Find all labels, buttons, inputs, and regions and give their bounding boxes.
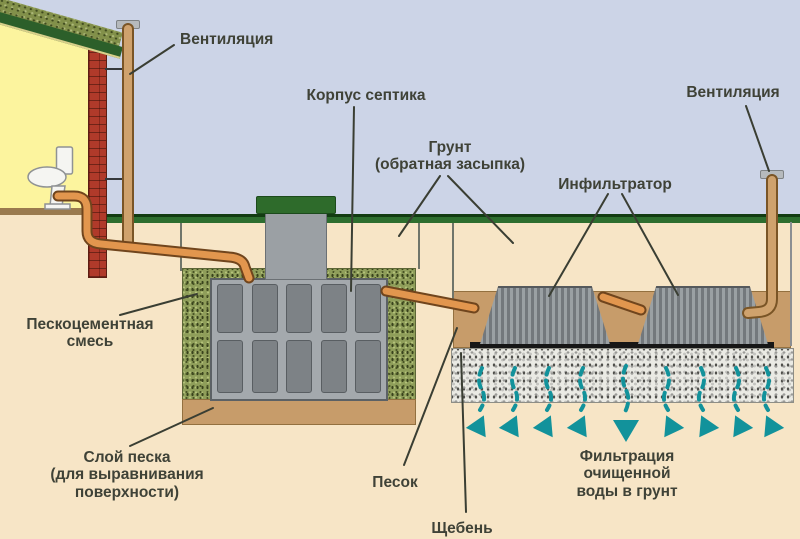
- infiltrator-unit-2: [638, 286, 768, 344]
- label-sand-cement: Пескоцементная смесь: [26, 316, 154, 351]
- gravel-layer: [451, 348, 794, 403]
- label-infiltrator: Инфильтратор: [558, 176, 672, 193]
- pit-edge-right: [418, 223, 420, 269]
- trench-edge-right: [790, 222, 792, 346]
- ground-grass-strip: [100, 214, 800, 223]
- label-filtration: Фильтрация очищенной воды в грунт: [576, 448, 678, 500]
- label-backfill: Грунт (обратная засыпка): [374, 139, 526, 174]
- label-septic-body: Корпус септика: [306, 87, 426, 104]
- pit-edge-left: [180, 223, 182, 271]
- tank-ribs-bottom: [217, 340, 381, 393]
- pipe-bracket-top: [105, 68, 125, 70]
- pipe-bracket-bottom: [105, 178, 125, 180]
- label-vent-left: Вентиляция: [180, 31, 274, 48]
- brick-pillar: [88, 45, 107, 278]
- vent-cap-right: [760, 170, 784, 179]
- tank-ribs-top: [217, 284, 381, 333]
- sand-leveling-layer: [182, 399, 416, 425]
- septic-tank: [210, 278, 388, 401]
- geotextile-line: [470, 342, 774, 349]
- septic-neck: [265, 213, 327, 280]
- septic-lid: [256, 196, 336, 214]
- trench-edge-left: [452, 223, 454, 309]
- vent-cap-left: [116, 20, 140, 29]
- label-vent-right: Вентиляция: [686, 84, 780, 101]
- label-sand-layer: Слой песка (для выравнивания поверхности…: [50, 449, 204, 501]
- infiltrator-unit-1: [480, 286, 610, 344]
- label-gravel: Щебень: [431, 520, 493, 537]
- label-sand: Песок: [372, 474, 418, 491]
